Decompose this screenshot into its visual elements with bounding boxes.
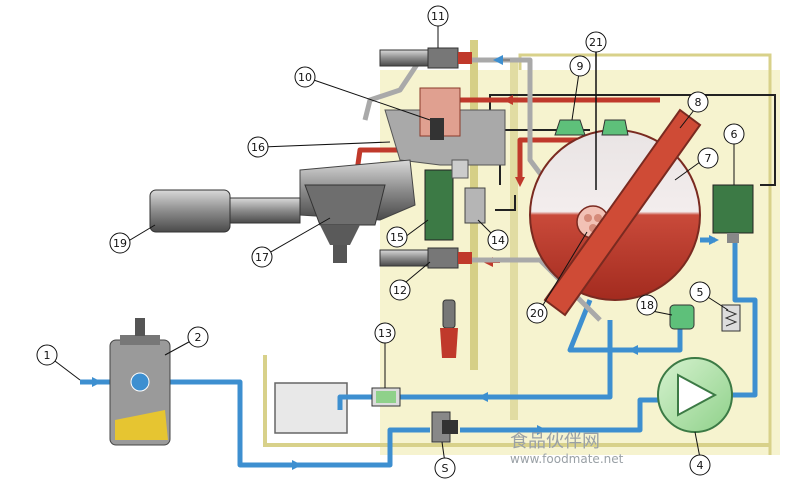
callout-5-label: 5 [697, 286, 704, 299]
callout-4: 4 [689, 454, 711, 476]
portafilter [149, 184, 386, 263]
group-head-body [384, 109, 506, 166]
callout-18-label: 18 [640, 299, 654, 312]
callout-18: 18 [636, 294, 658, 316]
callout-12: 12 [389, 279, 411, 301]
filter-basket [304, 184, 386, 226]
water-line-to-pump [460, 397, 665, 433]
steam-wand-pipe [362, 58, 423, 121]
callout-S: S [434, 457, 456, 479]
callout-21-label: 21 [589, 36, 603, 49]
pump-symbol [677, 373, 718, 417]
cold-water-lines [80, 235, 758, 468]
drip-tray [274, 382, 348, 434]
solenoid-coil-15 [424, 169, 454, 241]
steam-wand [440, 299, 458, 358]
callout-19-label: 19 [113, 237, 127, 250]
callout-2: 2 [187, 326, 209, 348]
callout-6-label: 6 [731, 128, 738, 141]
water-line-exchanger-bottom [567, 299, 625, 353]
flowmeter-14 [464, 187, 486, 224]
hot-line-boiler-mid [517, 137, 595, 180]
hot-water-valve-12 [379, 247, 472, 269]
callout-S-label: S [442, 462, 449, 475]
watermark-chinese: 食品伙伴网 [510, 431, 600, 452]
callout-7: 7 [697, 147, 719, 169]
callout-19: 19 [109, 232, 131, 254]
callout-9: 9 [569, 55, 591, 77]
relief-valve-13 [371, 387, 401, 407]
frame-post-right [510, 60, 518, 420]
callout-10: 10 [294, 66, 316, 88]
callout-9-label: 9 [577, 60, 584, 73]
callout-7-label: 7 [705, 152, 712, 165]
water-line-drain-return [400, 320, 613, 400]
watermark: 食品伙伴网 www.foodmate.net [510, 431, 624, 466]
callout-1: 1 [36, 344, 58, 366]
callout-8-label: 8 [695, 96, 702, 109]
flow-arrows-blue [85, 235, 719, 470]
safety-valve [554, 119, 586, 136]
valve-18 [669, 304, 695, 330]
callout-14-label: 14 [491, 234, 505, 247]
callout-15-label: 15 [390, 231, 404, 244]
check-valve-5 [721, 304, 741, 332]
callout-13-label: 13 [378, 327, 392, 340]
callout-14: 14 [487, 229, 509, 251]
pump [657, 357, 733, 433]
watermark-url: www.foodmate.net [510, 452, 624, 466]
callout-10-label: 10 [298, 71, 312, 84]
portafilter-handle [149, 189, 231, 233]
callout-12-label: 12 [393, 284, 407, 297]
callout-2-label: 2 [195, 331, 202, 344]
callout-8: 8 [687, 91, 709, 113]
callout-11-label: 11 [431, 10, 445, 23]
steam-valve-11 [379, 47, 472, 69]
callout-15: 15 [386, 226, 408, 248]
drain-tray [274, 382, 348, 434]
callout-4-label: 4 [697, 459, 704, 472]
callouts: 1 2 4 5 6 7 8 9 10 11 12 13 14 15 16 17 … [36, 5, 745, 479]
softener-resin [115, 410, 168, 440]
callout-20-label: 20 [530, 307, 544, 320]
solenoid-valve-6 [712, 184, 754, 243]
steam-line-bottom [470, 257, 602, 322]
vacuum-valve [601, 119, 629, 136]
callout-17-label: 17 [255, 251, 269, 264]
callout-6: 6 [723, 123, 745, 145]
water-softener [109, 318, 171, 446]
boiler [529, 45, 702, 317]
filter-S [431, 411, 458, 443]
heat-exchanger [543, 108, 702, 317]
callout-1-label: 1 [44, 349, 51, 362]
water-line-pump-to-exchanger [725, 235, 758, 398]
callout-16: 16 [247, 136, 269, 158]
group-valve-10 [430, 118, 444, 140]
callout-20: 20 [526, 302, 548, 324]
callout-5: 5 [689, 281, 711, 303]
callout-17: 17 [251, 246, 273, 268]
callout-21: 21 [585, 31, 607, 53]
callout-11: 11 [427, 5, 449, 27]
callout-16-label: 16 [251, 141, 265, 154]
frame-rail-bottom [263, 355, 770, 447]
callout-13: 13 [374, 322, 396, 344]
